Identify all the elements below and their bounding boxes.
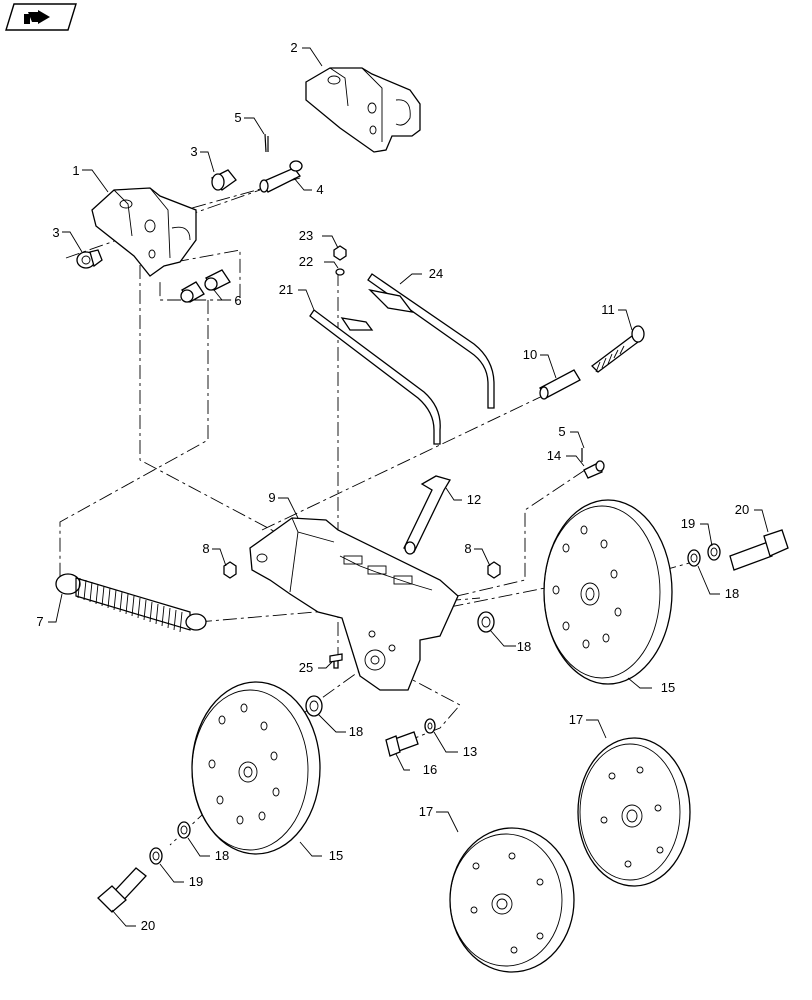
cap-screw-25 [329, 653, 343, 669]
thrust-washer-left [305, 695, 323, 717]
callout-24: 24 [429, 266, 443, 281]
depth-lever-12 [403, 475, 451, 555]
gauge-wheel-right [543, 499, 673, 685]
long-bolt-11 [591, 325, 645, 373]
callout-8-left: 8 [202, 541, 209, 556]
callout-23: 23 [299, 228, 313, 243]
upper-mounting-bracket [305, 67, 421, 153]
callout-13: 13 [463, 744, 477, 759]
depth-rod-21 [309, 309, 441, 445]
flat-washer-left [149, 847, 163, 865]
lock-nut-13 [424, 718, 436, 734]
callout-9: 9 [268, 490, 275, 505]
leader-lines [48, 47, 769, 927]
callout-11: 11 [601, 302, 615, 317]
thrust-washer-outer-left [177, 821, 191, 839]
callout-19-left: 19 [189, 874, 203, 889]
callout-6: 6 [234, 293, 241, 308]
callout-22: 22 [299, 254, 313, 269]
callout-17-right: 17 [569, 712, 583, 727]
spacer-tube-10 [539, 369, 581, 400]
callout-7: 7 [36, 614, 43, 629]
wheel-bolt-right [729, 529, 789, 571]
wheel-bolt-left [97, 867, 147, 913]
callout-10: 10 [523, 347, 537, 362]
callout-17-left: 17 [419, 804, 433, 819]
flat-washer-right [707, 543, 721, 561]
lock-washer-22 [335, 268, 345, 276]
callout-20-right: 20 [735, 502, 749, 517]
gauge-wheel-17-left [449, 827, 575, 973]
depth-rod-24 [367, 273, 495, 409]
callout-14: 14 [547, 448, 561, 463]
callout-3-lower: 3 [52, 225, 59, 240]
cotter-pin-upper [264, 133, 269, 153]
callout-18-outer-right: 18 [725, 586, 739, 601]
callout-3-upper: 3 [190, 144, 197, 159]
gauge-wheel-17-right [577, 737, 691, 887]
gauge-wheel-left [191, 681, 321, 855]
callout-labels: 2 1 3 3 4 5 6 7 8 8 9 10 11 12 5 14 18 1… [36, 40, 749, 933]
hex-nut-23 [333, 245, 347, 261]
flanged-bushing-upper [210, 169, 237, 191]
callout-15-right: 15 [661, 680, 675, 695]
flange-nut-left [223, 561, 237, 579]
callout-25: 25 [299, 660, 313, 675]
callout-19-right: 19 [681, 516, 695, 531]
callout-18-outer-left: 18 [215, 848, 229, 863]
spacer-bushings [180, 269, 231, 303]
callout-12: 12 [467, 492, 481, 507]
page-turn-icon[interactable] [5, 3, 77, 31]
callout-8-right: 8 [464, 541, 471, 556]
flange-nut-right [487, 561, 501, 579]
pivot-pin [259, 160, 303, 193]
callout-1: 1 [72, 163, 79, 178]
callout-5-upper: 5 [234, 110, 241, 125]
lower-mounting-bracket [91, 187, 197, 277]
gauge-wheel-arm-9 [249, 517, 459, 691]
shoulder-bolt-16 [385, 731, 419, 757]
clevis-pin-14 [583, 460, 605, 479]
callout-15-left: 15 [329, 848, 343, 863]
callout-21: 21 [279, 282, 293, 297]
callout-2: 2 [290, 40, 297, 55]
callout-18-arm: 18 [517, 639, 531, 654]
tension-spring-7 [55, 573, 207, 633]
callout-18-left: 18 [349, 724, 363, 739]
callout-20-left: 20 [141, 918, 155, 933]
thrust-washer-right [477, 611, 495, 633]
callout-5-lower: 5 [558, 424, 565, 439]
callout-4: 4 [316, 182, 323, 197]
flanged-bushing-lower [76, 249, 103, 269]
thrust-washer-outer-right [687, 549, 701, 567]
callout-16: 16 [423, 762, 437, 777]
